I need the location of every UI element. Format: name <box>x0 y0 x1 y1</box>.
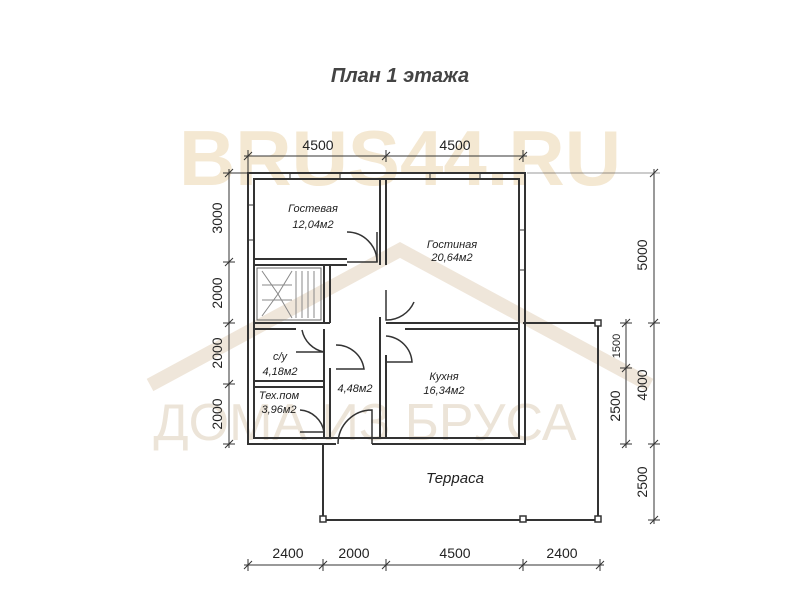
door-living <box>385 290 415 321</box>
room-tech-area: 3,96м2 <box>261 404 296 416</box>
dim-tick <box>649 168 659 178</box>
dim-tick <box>381 560 391 570</box>
door-hall <box>335 344 365 370</box>
terrace-post <box>594 515 602 523</box>
watermark-roof-shape <box>146 242 654 392</box>
dim-left-3: 2000 <box>209 337 225 368</box>
dim-tick <box>649 439 659 449</box>
dim-tick <box>621 363 631 373</box>
dim-tick <box>243 560 253 570</box>
dim-tick <box>224 379 234 389</box>
door-entrance <box>337 409 373 445</box>
windows <box>248 173 525 271</box>
dim-tick <box>621 439 631 449</box>
doors <box>296 231 415 445</box>
dim-left-1: 3000 <box>209 202 225 233</box>
dim-right-outer-2: 4000 <box>634 369 650 400</box>
dimensions <box>223 150 660 571</box>
dim-top-2: 4500 <box>439 137 470 153</box>
terrace-post <box>319 515 327 523</box>
room-hall-area: 4,48м2 <box>337 383 372 395</box>
watermark-site: BRUS44.RU <box>179 114 621 202</box>
dim-right-inner-2: 2500 <box>607 390 623 421</box>
room-guest-area: 12,04м2 <box>292 219 333 231</box>
walls <box>247 172 526 446</box>
dim-right-outer-3: 2500 <box>634 466 650 497</box>
dim-tick <box>518 560 528 570</box>
dim-left-4: 2000 <box>209 398 225 429</box>
room-wc-name: с/у <box>273 351 289 363</box>
terrace-post <box>594 319 602 327</box>
dim-tick <box>318 560 328 570</box>
staircase <box>256 267 322 321</box>
stair-winder <box>277 293 293 319</box>
stair-frame <box>256 267 322 321</box>
room-kitchen-area: 16,34м2 <box>423 385 464 397</box>
room-living-area: 20,64м2 <box>430 252 472 264</box>
room-guest-name: Гостевая <box>288 203 338 215</box>
dim-top-1: 4500 <box>302 137 333 153</box>
room-living-name: Гостиная <box>427 239 477 251</box>
dim-left-2: 2000 <box>209 277 225 308</box>
dim-bottom-3: 4500 <box>439 545 470 561</box>
dim-tick <box>381 151 391 161</box>
room-tech-name: Тех.пом <box>259 390 300 402</box>
door-wc <box>296 329 325 353</box>
dim-tick <box>224 439 234 449</box>
terrace <box>319 319 602 523</box>
dim-tick <box>518 151 528 161</box>
dim-bottom-4: 2400 <box>546 545 577 561</box>
dim-right-inner-1: 1500 <box>611 334 623 358</box>
plan-title: План 1 этажа <box>331 65 469 87</box>
dim-bottom-1: 2400 <box>272 545 303 561</box>
dimension-labels: 4500 4500 2400 2000 4500 2400 3000 2000 … <box>209 137 650 561</box>
stair-winder <box>277 270 293 295</box>
dim-tick <box>243 151 253 161</box>
outer-wall <box>247 172 526 445</box>
dim-bottom-2: 2000 <box>338 545 369 561</box>
watermark: BRUS44.RU ДОМА ИЗ БРУСА <box>146 114 654 452</box>
terrace-label: Терраса <box>426 470 484 487</box>
room-labels: Гостевая 12,04м2 Гостиная 20,64м2 с/у 4,… <box>259 203 484 487</box>
dim-right-outer-1: 5000 <box>634 239 650 270</box>
dim-tick <box>595 560 605 570</box>
dim-tick <box>224 168 234 178</box>
dim-tick <box>649 515 659 525</box>
dim-tick <box>224 257 234 267</box>
dim-tick <box>621 318 631 328</box>
room-wc-area: 4,18м2 <box>262 366 297 378</box>
door-kitchen <box>385 335 413 363</box>
dim-tick <box>224 318 234 328</box>
dim-tick <box>649 318 659 328</box>
terrace-post <box>519 515 527 523</box>
room-kitchen-name: Кухня <box>429 371 458 383</box>
door-tech <box>299 409 325 433</box>
